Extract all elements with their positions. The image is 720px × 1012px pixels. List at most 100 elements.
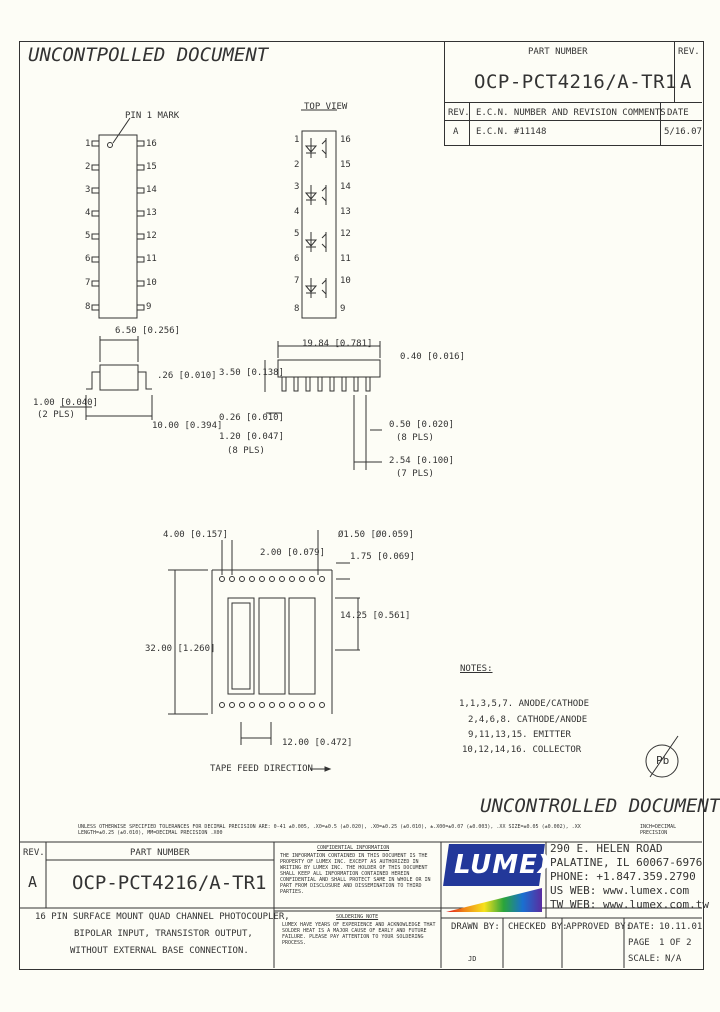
pin-label: 7 — [85, 278, 91, 288]
company-tw-web[interactable]: TW WEB: www.lumex.com.tw — [550, 898, 709, 911]
drawn-by-label: DRAWN BY: — [451, 922, 500, 932]
pin-label: 13 — [340, 207, 351, 217]
date-col-header: DATE — [667, 108, 689, 118]
ecn-col-header: E.C.N. NUMBER AND REVISION COMMENTS — [476, 108, 666, 118]
tape-hole-dia: Ø1.50 [Ø0.059] — [338, 530, 414, 540]
uncontrolled-footer: UNCONTROLLED DOCUMENT — [480, 795, 720, 817]
pin-label: 3 — [294, 182, 300, 192]
rev-row-rev: A — [453, 127, 459, 137]
tape-pocket: 14.25 [0.561] — [340, 611, 411, 621]
uncontrolled-header: UNCONTPOLLED DOCUMENT — [28, 44, 269, 66]
dim-foot-note: (8 PLS) — [227, 446, 265, 456]
pin-label: 2 — [294, 160, 300, 170]
tb-rev: A — [28, 873, 38, 891]
notes-title: NOTES: — [460, 664, 493, 674]
tape-pocket-pitch: 12.00 [0.472] — [282, 738, 353, 748]
company-us-web[interactable]: US WEB: www.lumex.com — [550, 884, 690, 897]
drawn-by: JD — [468, 955, 477, 963]
dim-thick: 0.40 [0.016] — [400, 352, 466, 362]
pin-label: 1 — [85, 139, 91, 149]
pin-label: 12 — [146, 231, 157, 241]
dim-height: 3.50 [0.138] — [219, 368, 285, 378]
logo-text: LUMEX — [454, 850, 559, 880]
dim-length: 19.84 [0.781] — [302, 339, 373, 349]
date-label: DATE: — [628, 922, 656, 932]
pin-label: 14 — [146, 185, 157, 195]
top-view-label: TOP VIEW — [304, 102, 348, 112]
tape-hole-offset: 2.00 [0.079] — [260, 548, 326, 558]
tb-description-line: WITHOUT EXTERNAL BASE CONNECTION. — [70, 946, 249, 956]
pin-label: 15 — [340, 160, 351, 170]
dim-lead: .26 [0.010] — [157, 371, 217, 381]
pin-label: 14 — [340, 182, 351, 192]
pin-label: 16 — [340, 135, 351, 145]
pin-label: 15 — [146, 162, 157, 172]
schematic — [301, 109, 337, 319]
scale-value: N/A — [665, 954, 682, 964]
note-item: 10,12,14,16. COLLECTOR — [462, 745, 582, 755]
pin-label: 12 — [340, 229, 351, 239]
note-item: 1,1,3,5,7. ANODE/CATHODE — [459, 699, 590, 709]
tb-rev-label: REV. — [23, 848, 45, 858]
pin-label: 8 — [294, 304, 300, 314]
page-value: 1 OF 2 — [659, 938, 692, 948]
right-leads — [136, 140, 145, 311]
soldering-text: LUMEX HAVE YEARS OF EXPERIENCE AND ACKNO… — [282, 922, 436, 946]
lumex-logo: LUMEX — [443, 844, 558, 914]
part-number: OCP-PCT4216/A-TR1 — [474, 71, 677, 93]
page-label: PAGE — [628, 938, 650, 948]
rev-row-ecn: E.C.N. #11148 — [476, 127, 547, 137]
dim-spread-note: (2 PLS) — [37, 410, 75, 420]
package-body — [98, 134, 138, 319]
pin-label: 3 — [85, 185, 91, 195]
pin-label: 1 — [294, 135, 300, 145]
confidential-title: CONFIDENTIAL INFORMATION — [317, 845, 390, 851]
tb-description-line: BIPOLAR INPUT, TRANSISTOR OUTPUT, — [74, 929, 253, 939]
approved-by-label: APPROVED BY: — [566, 922, 632, 932]
rev-value: A — [680, 71, 692, 93]
pin-label: 9 — [146, 302, 152, 312]
company-city: PALATINE, IL 60067-6976 — [550, 856, 703, 869]
pin-label: 10 — [146, 278, 157, 288]
rev-col-header: REV. — [448, 108, 470, 118]
dim-pitch: 2.54 [0.100] — [389, 456, 455, 466]
date-value: 10.11.01 — [659, 922, 703, 932]
pin-label: 11 — [340, 254, 351, 264]
pin-label: 10 — [340, 276, 351, 286]
confidential-text: THE INFORMATION CONTAINED IN THIS DOCUME… — [280, 853, 431, 895]
rev-label: REV. — [678, 47, 700, 57]
company-address: 290 E. HELEN ROAD — [550, 842, 663, 855]
pin-label: 8 — [85, 302, 91, 312]
rohs-label: Pb — [656, 754, 670, 767]
tape-edge: 1.75 [0.069] — [350, 552, 416, 562]
tb-description-line: 16 PIN SURFACE MOUNT QUAD CHANNEL PHOTOC… — [35, 912, 290, 922]
pin-label: 9 — [340, 304, 346, 314]
side-view-length — [264, 341, 382, 470]
pin-label: 2 — [85, 162, 91, 172]
soldering-title: SOLDERING NOTE — [336, 914, 379, 920]
pin-label: 16 — [146, 139, 157, 149]
note-item: 2,4,6,8. CATHODE/ANODE — [468, 715, 588, 725]
dim-foot: 1.20 [0.047] — [219, 432, 285, 442]
pin1-mark-label: PIN 1 MARK — [125, 111, 180, 121]
pin-label: 6 — [85, 254, 91, 264]
pin1-dot — [107, 142, 113, 148]
tolerance-note: UNLESS OTHERWISE SPECIFIED TOLERANCES FO… — [78, 824, 581, 836]
dim-pitch-note: (7 PLS) — [396, 469, 434, 479]
scale-label: SCALE: — [628, 954, 661, 964]
part-number-label: PART NUMBER — [528, 47, 588, 57]
pin-label: 11 — [146, 254, 157, 264]
dim-stand: 0.26 [0.010] — [219, 413, 285, 423]
side-view-end — [60, 336, 153, 420]
dim-pad-note: (8 PLS) — [396, 433, 434, 443]
left-leads — [91, 140, 100, 311]
tb-part-number: OCP-PCT4216/A-TR1 — [72, 872, 267, 894]
pin-label: 6 — [294, 254, 300, 264]
tape-reel — [168, 530, 360, 772]
tape-pitch: 4.00 [0.157] — [163, 530, 229, 540]
tape-feed-direction: TAPE FEED DIRECTION — [210, 764, 313, 774]
tape-width: 32.00 [1.260] — [145, 644, 216, 654]
dim-pad: 0.50 [0.020] — [389, 420, 455, 430]
pin-label: 4 — [85, 208, 91, 218]
